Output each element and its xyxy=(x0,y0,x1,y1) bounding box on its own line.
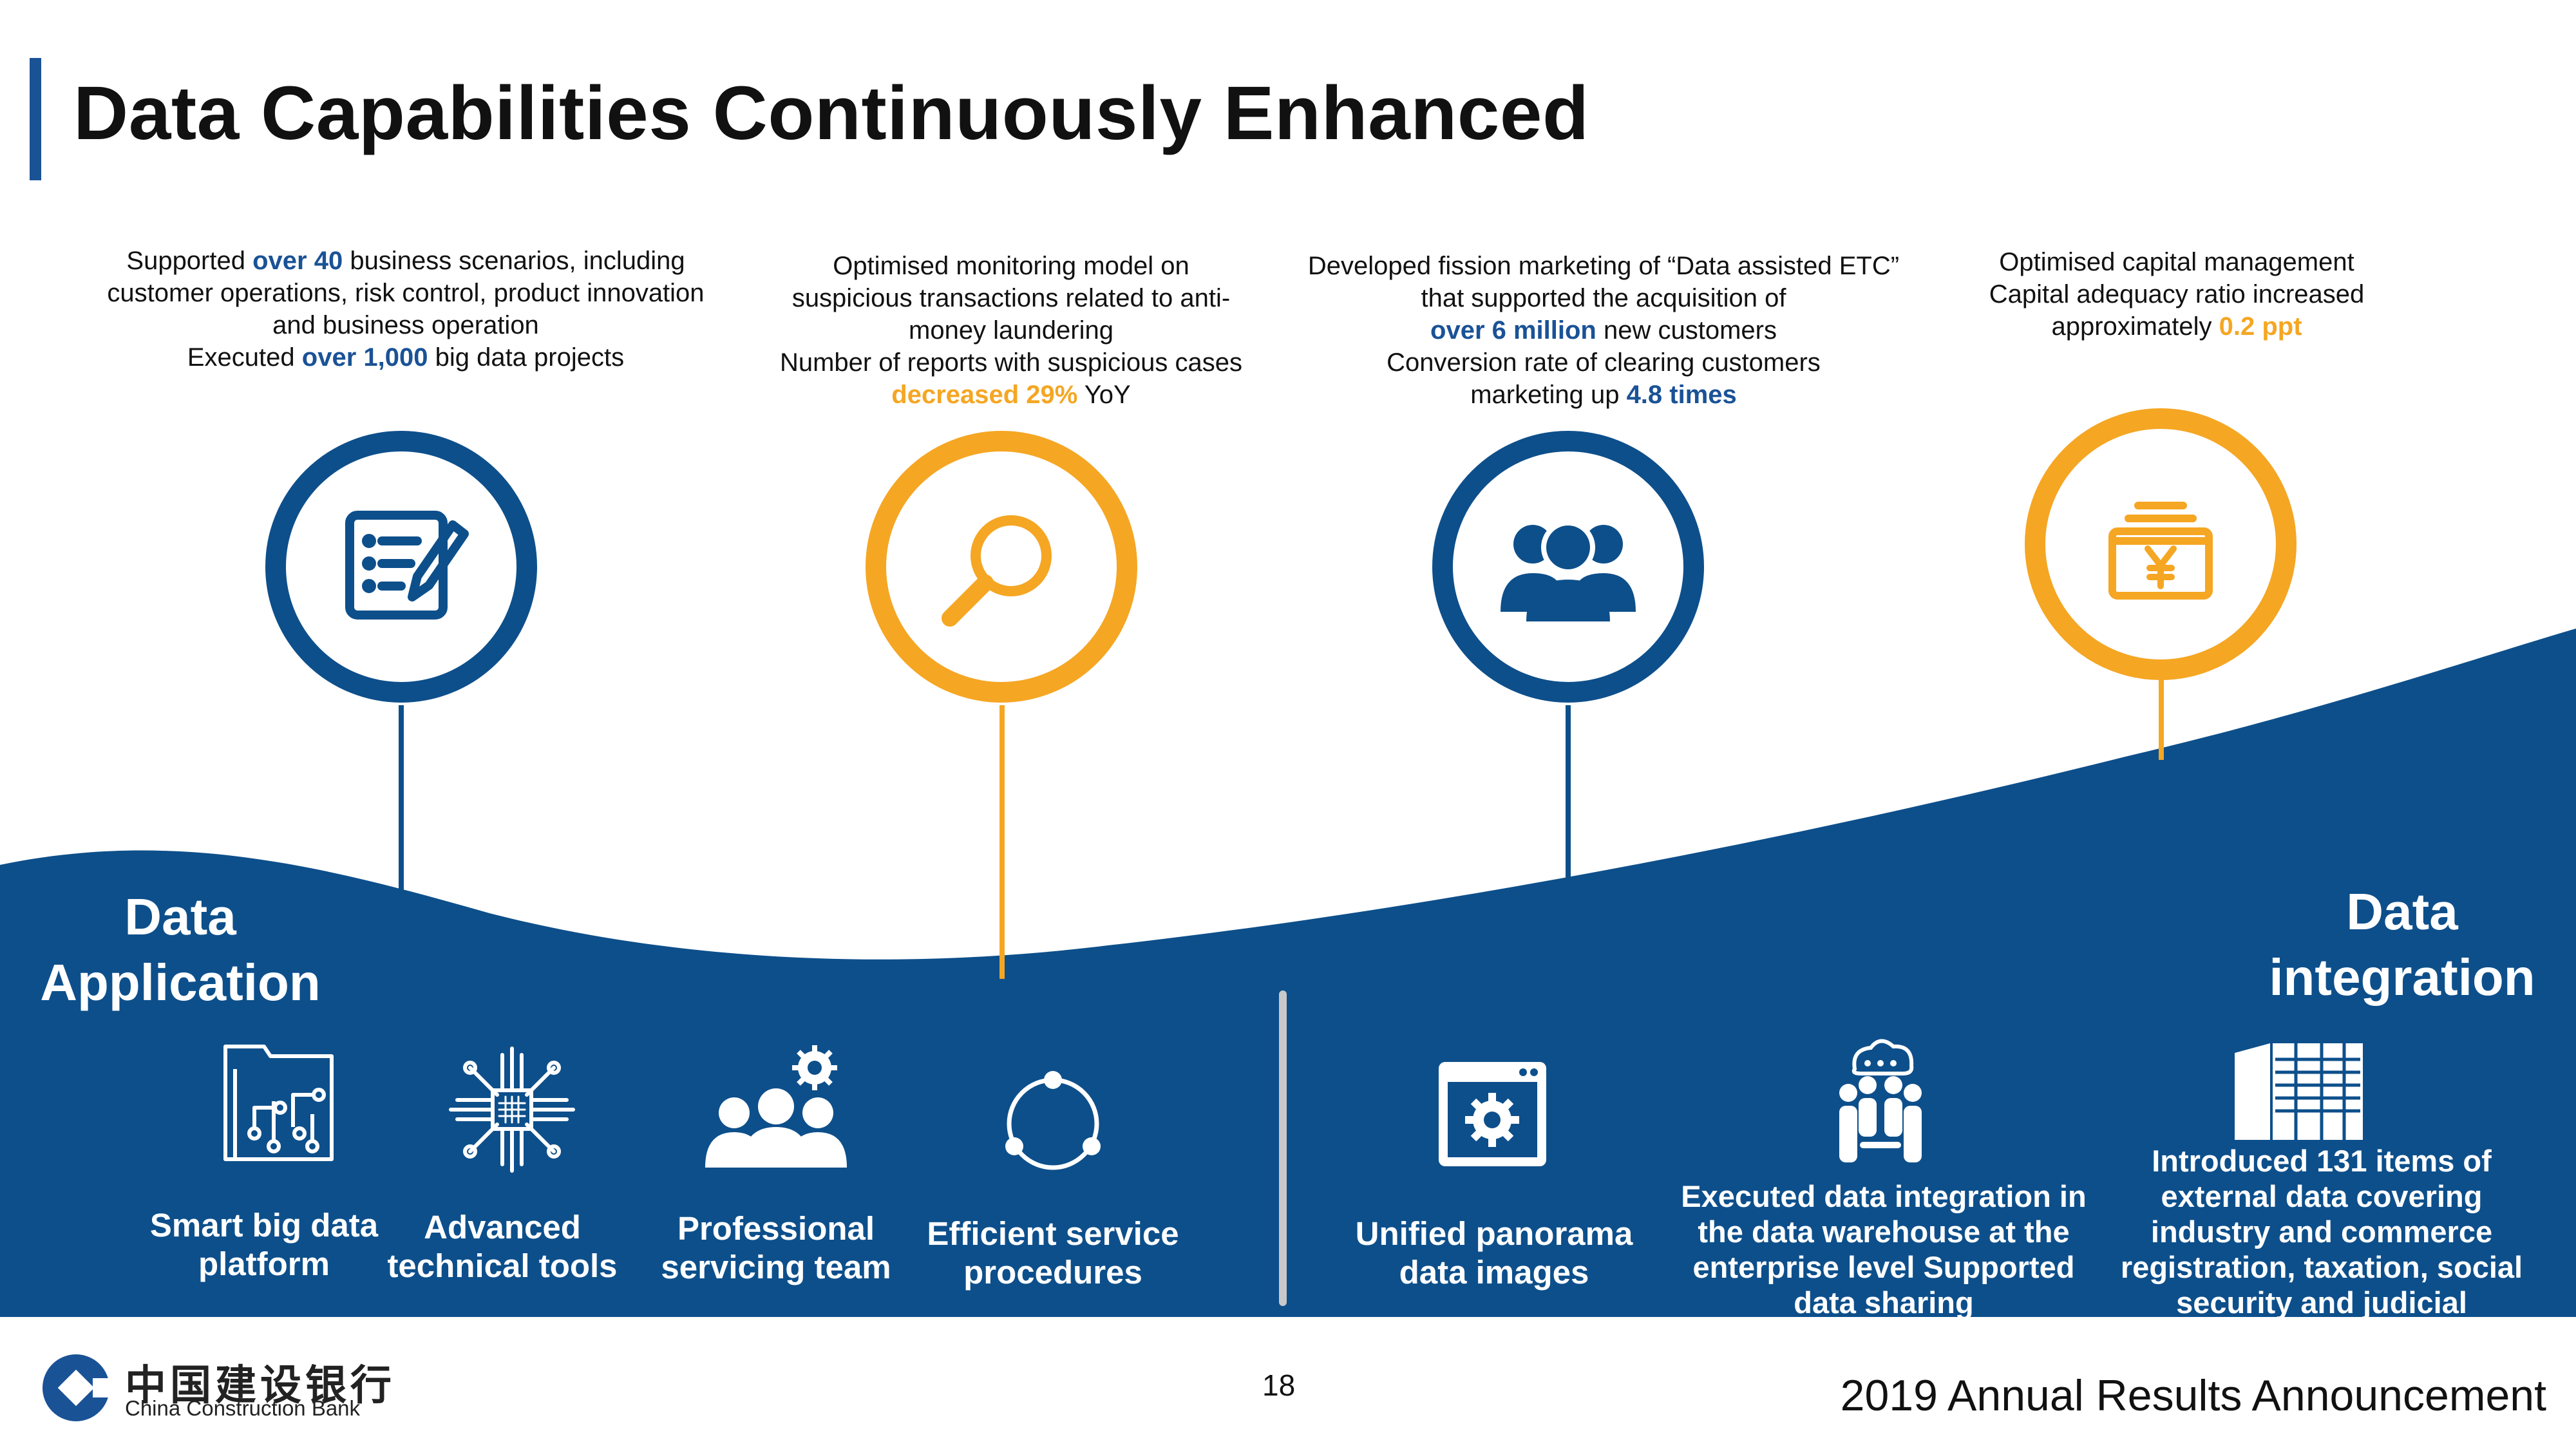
achievement-line: decreased 29% YoY xyxy=(747,379,1275,411)
bank-name-english: China Construction Bank xyxy=(125,1396,361,1420)
text-run: Executed xyxy=(187,343,302,372)
highlight-value: 0.2 ppt xyxy=(2219,312,2302,341)
text-run: customer operations, risk control, produ… xyxy=(107,279,705,307)
smart-platform-icon xyxy=(223,1045,334,1161)
service-team-icon xyxy=(705,1045,847,1168)
achievement-line: customer operations, risk control, produ… xyxy=(71,277,741,309)
text-run: Capital adequacy ratio increased xyxy=(1989,280,2365,308)
checklist-edit-icon xyxy=(345,511,469,620)
text-run: marketing up xyxy=(1470,381,1627,409)
achievement-line: Optimised capital management xyxy=(1951,246,2402,278)
achievement-text-2: Optimised monitoring model on suspicious … xyxy=(747,250,1275,411)
achievement-text-1: Supported over 40 business scenarios, in… xyxy=(71,245,741,374)
app-label-smart-platform: Smart big data platform xyxy=(149,1207,379,1282)
text-run: money laundering xyxy=(909,316,1113,345)
highlight-value: over 6 million xyxy=(1430,316,1596,345)
text-run: Number of reports with suspicious cases xyxy=(779,348,1243,377)
text-run: Supported xyxy=(126,247,253,275)
text-run: approximately xyxy=(2051,312,2219,341)
highlight-value: decreased 29% xyxy=(891,381,1078,409)
achievement-line: Number of reports with suspicious cases xyxy=(747,346,1275,379)
int-label-external-data: Introduced 131 items of external data co… xyxy=(2120,1144,2523,1355)
achievement-line: Executed over 1,000 big data projects xyxy=(71,341,741,374)
text-run: big data projects xyxy=(428,343,625,372)
text-run: Developed fission marketing of “Data ass… xyxy=(1307,252,1900,280)
int-label-panorama: Unified panorama data images xyxy=(1355,1215,1633,1291)
highlight-value: 4.8 times xyxy=(1626,381,1737,409)
achievement-line: suspicious transactions related to anti- xyxy=(747,282,1275,314)
page-number: 18 xyxy=(1262,1368,1296,1402)
circle-badge-3 xyxy=(1432,431,1704,703)
achievement-line: over 6 million new customers xyxy=(1262,314,1945,346)
text-run: Conversion rate of clearing customers xyxy=(1387,348,1821,377)
text-run: Optimised capital management xyxy=(1999,248,2354,276)
text-run: YoY xyxy=(1077,381,1131,409)
achievement-line: Developed fission marketing of “Data ass… xyxy=(1262,250,1945,282)
tech-tools-icon xyxy=(449,1046,575,1173)
panorama-settings-icon xyxy=(1439,1062,1546,1166)
int-label-data-warehouse: Executed data integration in the data wa… xyxy=(1681,1179,2087,1320)
achievement-line: Optimised monitoring model on xyxy=(747,250,1275,282)
highlight-value: over 40 xyxy=(252,247,343,275)
text-run: new customers xyxy=(1596,316,1777,345)
wave-shape xyxy=(0,629,2576,1317)
achievement-line: Capital adequacy ratio increased xyxy=(1951,278,2402,310)
bank-name-chinese: 中国建设银行 xyxy=(125,1362,395,1408)
yuan-capital-icon xyxy=(2108,502,2213,600)
text-run: that supported the acquisition of xyxy=(1421,284,1786,312)
text-run: and business operation xyxy=(272,311,539,339)
footer-announcement: 2019 Annual Results Announcement xyxy=(1840,1371,2546,1420)
achievement-line: approximately 0.2 ppt xyxy=(1951,310,2402,343)
achievement-line: marketing up 4.8 times xyxy=(1262,379,1945,411)
text-run: suspicious transactions related to anti- xyxy=(791,284,1231,312)
achievement-line: and business operation xyxy=(71,309,741,341)
magnifier-icon xyxy=(942,515,1052,627)
text-run: business scenarios, including xyxy=(343,247,685,275)
achievement-line: that supported the acquisition of xyxy=(1262,282,1945,314)
circle-badge-1 xyxy=(265,431,537,703)
achievement-text-3: Developed fission marketing of “Data ass… xyxy=(1262,250,1945,411)
achievement-line: Supported over 40 business scenarios, in… xyxy=(71,245,741,277)
ccb-logo-icon xyxy=(43,1354,116,1421)
circle-badge-2 xyxy=(866,431,1137,703)
text-run: Optimised monitoring model on xyxy=(833,252,1189,280)
section-divider xyxy=(1279,990,1287,1306)
app-label-service-procedures: Efficient service procedures xyxy=(927,1215,1179,1291)
data-server-icon xyxy=(2235,1043,2363,1140)
service-cycle-icon xyxy=(1005,1071,1101,1170)
cloud-sharing-icon xyxy=(1839,1039,1922,1162)
app-label-tech-tools: Advanced technical tools xyxy=(387,1209,618,1284)
section-title-data-integration: Data integration xyxy=(2269,883,2535,1006)
app-label-service-team: Professional servicing team xyxy=(661,1210,891,1285)
page-title: Data Capabilities Continuously Enhanced xyxy=(73,71,1589,156)
circle-badge-4 xyxy=(2025,408,2297,680)
customers-group-icon xyxy=(1501,520,1636,621)
highlight-value: over 1,000 xyxy=(301,343,428,372)
achievement-line: money laundering xyxy=(747,314,1275,346)
title-accent-bar xyxy=(30,58,41,180)
achievement-line: Conversion rate of clearing customers xyxy=(1262,346,1945,379)
section-title-data-application: Data Application xyxy=(40,888,321,1011)
